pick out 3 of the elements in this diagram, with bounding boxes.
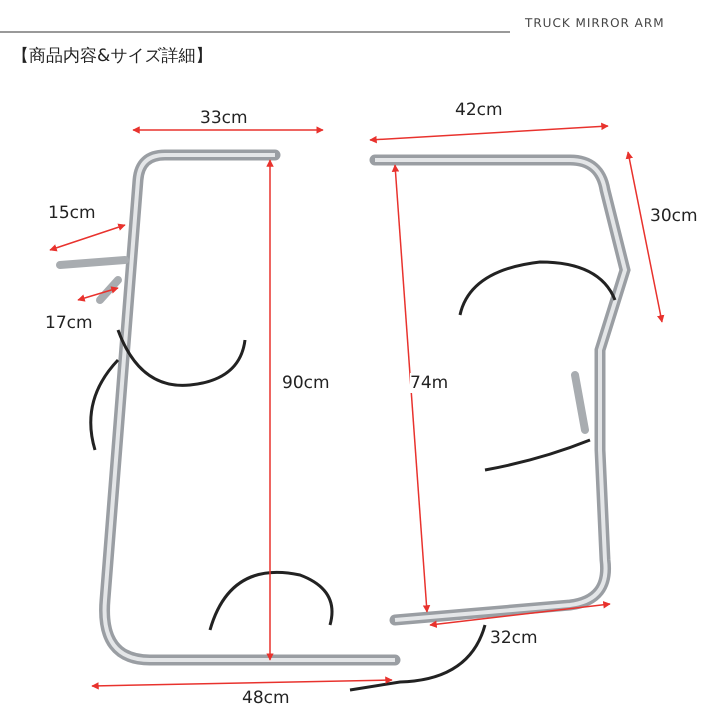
- section-heading: 【商品内容&サイズ詳細】: [12, 45, 212, 67]
- dimension-label: 74m: [410, 373, 448, 393]
- header-text: TRUCK MIRROR ARM: [525, 16, 665, 30]
